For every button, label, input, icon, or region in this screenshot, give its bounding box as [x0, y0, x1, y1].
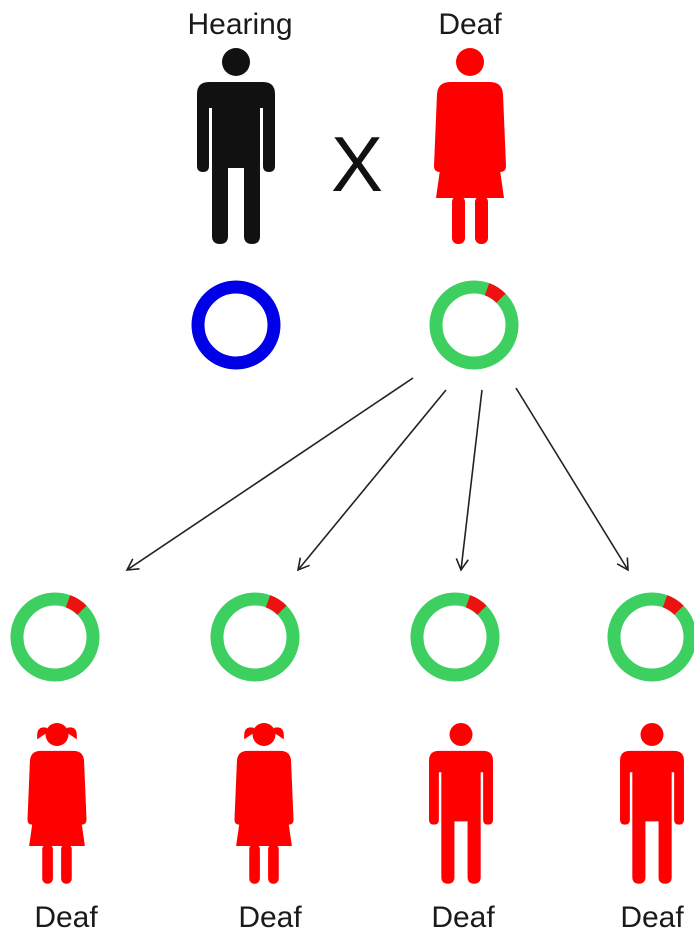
ring-mutation-segment	[465, 595, 487, 616]
arrow-to-child-2	[296, 389, 447, 572]
child-figure-2	[234, 723, 294, 884]
father-figure	[197, 48, 275, 244]
figure-head	[640, 723, 664, 746]
figure-leg	[42, 844, 53, 884]
arrow-to-child-4	[515, 387, 629, 572]
figure-leg	[61, 844, 72, 884]
arrow-to-child-3	[455, 389, 483, 572]
figure-leg	[475, 196, 488, 244]
ring-mutation-segment	[265, 595, 287, 616]
child-figure-3	[429, 723, 493, 884]
child-figure-4	[620, 723, 684, 884]
figure-leg	[452, 196, 465, 244]
figure-head	[449, 723, 473, 746]
child-ring-3	[410, 592, 500, 682]
figure-head	[45, 723, 69, 746]
father-label: Hearing	[187, 8, 293, 41]
figure-pigtail	[273, 727, 284, 740]
child-1-label: Deaf	[34, 901, 98, 934]
figure-pigtail	[244, 727, 255, 740]
ring-mutation-segment	[65, 595, 87, 616]
ring-blue	[191, 280, 281, 370]
child-ring-1	[10, 592, 100, 682]
ring-green	[607, 592, 694, 682]
ring-green	[410, 592, 500, 682]
child-figure-1	[27, 723, 87, 884]
mother-ring	[429, 280, 519, 370]
child-2-label: Deaf	[238, 901, 302, 934]
arrow-to-child-1	[125, 377, 414, 571]
mother-label: Deaf	[438, 8, 502, 41]
cross-symbol: X	[330, 120, 384, 208]
figure-dress	[27, 750, 87, 846]
figure-pigtail	[37, 727, 48, 740]
father-ring	[191, 280, 281, 370]
figure-head	[456, 48, 484, 76]
child-ring-2	[210, 592, 300, 682]
figure-head	[222, 48, 250, 76]
ring-green	[429, 280, 519, 370]
child-3-label: Deaf	[431, 901, 495, 934]
child-4-label: Deaf	[620, 901, 684, 934]
ring-green	[210, 592, 300, 682]
ring-mutation-segment	[662, 595, 684, 616]
figure-pigtail	[66, 727, 77, 740]
figure-leg	[249, 844, 260, 884]
ring-green	[10, 592, 100, 682]
figure-head	[252, 723, 276, 746]
child-ring-4	[607, 592, 694, 682]
figure-body	[197, 82, 275, 244]
mother-figure	[434, 48, 506, 244]
ring-mutation-segment	[484, 283, 506, 304]
figure-body	[429, 750, 493, 884]
figure-dress	[434, 82, 506, 198]
figure-dress	[234, 750, 294, 846]
figure-body	[620, 750, 684, 884]
figure-leg	[268, 844, 279, 884]
